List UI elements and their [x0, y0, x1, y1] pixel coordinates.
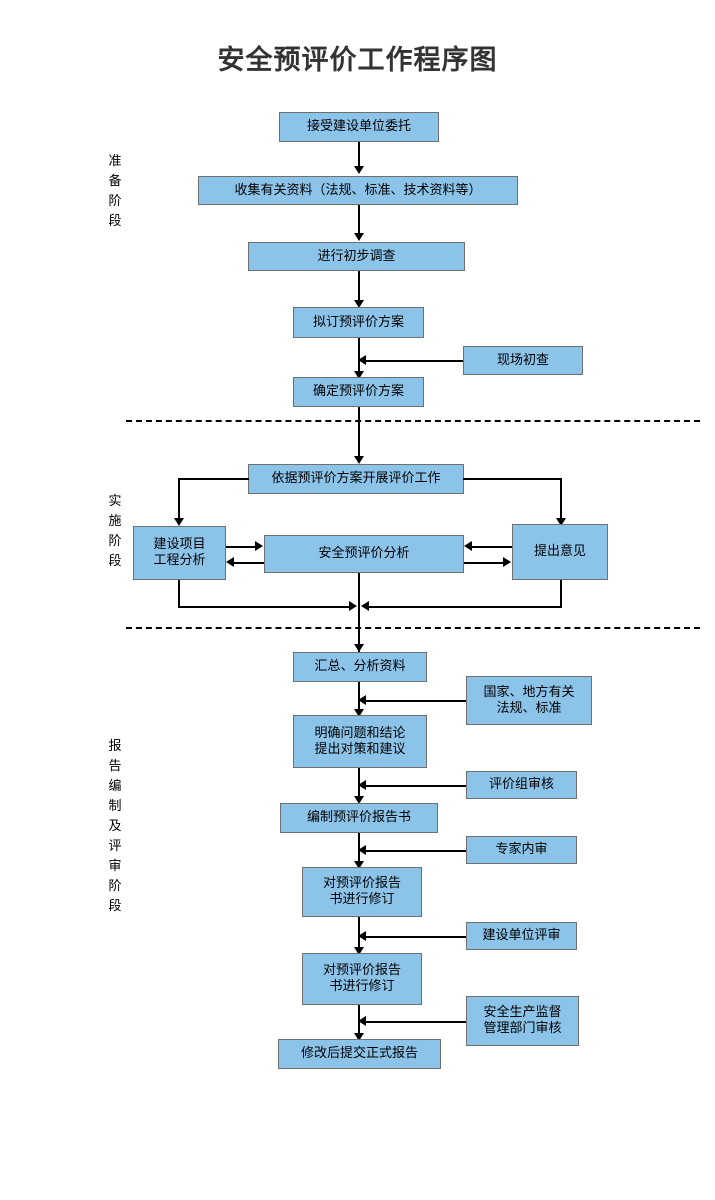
- divider-implementation-report: [126, 627, 700, 629]
- connector-opinions-to-safety: [472, 546, 512, 548]
- arrowhead-compile-report: [354, 796, 364, 804]
- arrowhead-safety-analysis-left-in: [255, 541, 263, 551]
- stage-label-char: 编: [108, 779, 122, 794]
- arrowhead-submit-final: [354, 1033, 364, 1041]
- connector-project-to-safety: [226, 546, 256, 548]
- stage-label-implementation: 实施阶段: [103, 492, 127, 572]
- stage-label-char: 段: [108, 899, 122, 914]
- arrowhead-summarize-data: [354, 644, 364, 652]
- divider-preparation-implementation: [126, 420, 700, 422]
- node-laws-standards[interactable]: 国家、地方有关 法规、标准: [466, 676, 592, 725]
- stage-label-char: 及: [108, 819, 122, 834]
- connector-safety-to-opinions: [464, 562, 504, 564]
- arrowhead-authority-review: [358, 1016, 366, 1026]
- connector-safety-to-project: [234, 562, 264, 564]
- connector-group-review-to-main: [366, 785, 466, 787]
- connector-site-survey-to-main: [366, 360, 463, 362]
- arrowhead-revise-report-2: [354, 947, 364, 955]
- connector-laws-to-main: [366, 700, 466, 702]
- arrowhead-carry-out-work: [354, 456, 364, 464]
- stage-label-char: 报: [108, 739, 122, 754]
- node-clarify-problems[interactable]: 明确问题和结论 提出对策和建议: [293, 715, 427, 768]
- arrowhead-draft-plan: [354, 300, 364, 308]
- arrowhead-project-analysis-right-in: [226, 557, 234, 567]
- node-collect-materials[interactable]: 收集有关资料（法规、标准、技术资料等）: [198, 176, 518, 205]
- connector-authority-review-to-main: [366, 1021, 466, 1023]
- connector-project-analysis-bottom-horizontal: [178, 606, 350, 608]
- arrowhead-project-analysis: [174, 518, 184, 526]
- arrowhead-revise-report-1: [354, 861, 364, 869]
- page-title: 安全预评价工作程序图: [217, 45, 498, 76]
- stage-label-char: 制: [108, 799, 122, 814]
- node-give-opinions[interactable]: 提出意见: [512, 524, 608, 580]
- connector-carryout-left-horizontal: [178, 478, 249, 480]
- connector-survey-to-draft: [358, 271, 360, 304]
- stage-label-char: 施: [108, 514, 122, 529]
- connector-carryout-left-vertical: [178, 478, 180, 520]
- arrowhead-clarify-problems: [354, 709, 364, 717]
- node-submit-final[interactable]: 修改后提交正式报告: [278, 1039, 441, 1069]
- node-summarize-data[interactable]: 汇总、分析资料: [293, 652, 427, 682]
- stage-label-char: 告: [108, 759, 122, 774]
- stage-label-char: 评: [108, 839, 122, 854]
- connector-expert-review-to-main: [366, 850, 466, 852]
- connector-confirm-to-carryout: [358, 407, 360, 459]
- connector-collect-to-survey: [358, 205, 360, 237]
- node-expert-review[interactable]: 专家内审: [466, 836, 577, 864]
- arrowhead-give-opinions-left-in: [503, 557, 511, 567]
- stage-label-report: 报告编制及评审阶段: [103, 737, 127, 917]
- node-group-review[interactable]: 评价组审核: [466, 771, 577, 799]
- arrowhead-give-opinions: [556, 518, 566, 526]
- stage-label-preparation: 准备阶段: [103, 152, 127, 232]
- arrowhead-owner-review: [358, 931, 366, 941]
- node-owner-review[interactable]: 建设单位评审: [466, 922, 577, 950]
- node-compile-report[interactable]: 编制预评价报告书: [280, 803, 438, 833]
- arrowhead-preliminary-survey: [354, 233, 364, 241]
- arrowhead-safety-analysis-right-in: [464, 541, 472, 551]
- node-revise-report-1[interactable]: 对预评价报告 书进行修订: [302, 867, 422, 917]
- node-revise-report-2[interactable]: 对预评价报告 书进行修订: [302, 953, 422, 1005]
- connector-project-analysis-bottom-vertical: [178, 580, 180, 606]
- connector-carryout-right-vertical: [560, 478, 562, 520]
- arrowhead-laws-standards: [358, 695, 366, 705]
- arrowhead-site-survey: [358, 355, 366, 365]
- stage-label-char: 实: [108, 494, 122, 509]
- stage-label-preparation-char-1: 准备阶段: [103, 152, 127, 232]
- node-draft-plan[interactable]: 拟订预评价方案: [293, 307, 424, 338]
- arrowhead-center-from-right: [361, 601, 369, 611]
- node-site-survey[interactable]: 现场初查: [463, 346, 583, 375]
- arrowhead-collect: [354, 166, 364, 174]
- stage-label-char: 准: [108, 154, 122, 169]
- node-confirm-plan[interactable]: 确定预评价方案: [293, 377, 424, 407]
- connector-give-opinions-bottom-vertical: [560, 580, 562, 606]
- stage-label-char: 审: [108, 859, 122, 874]
- connector-owner-review-to-main: [366, 936, 466, 938]
- stage-label-char: 阶: [108, 534, 122, 549]
- arrowhead-expert-review: [358, 845, 366, 855]
- node-authority-review[interactable]: 安全生产监督 管理部门审核: [466, 996, 579, 1046]
- stage-label-char: 段: [108, 214, 122, 229]
- node-preliminary-survey[interactable]: 进行初步调查: [248, 242, 465, 271]
- stage-label-char: 阶: [108, 194, 122, 209]
- connector-safety-to-summarize: [358, 573, 360, 657]
- node-accept-commission[interactable]: 接受建设单位委托: [279, 112, 439, 142]
- stage-label-char: 备: [108, 174, 122, 189]
- node-safety-analysis[interactable]: 安全预评价分析: [264, 535, 464, 573]
- connector-give-opinions-bottom-horizontal: [368, 606, 562, 608]
- stage-label-implementation-char-1: 实施阶段: [103, 492, 127, 572]
- node-project-analysis[interactable]: 建设项目 工程分析: [133, 526, 226, 580]
- node-carry-out-work[interactable]: 依据预评价方案开展评价工作: [248, 464, 464, 494]
- arrowhead-center-from-left: [349, 601, 357, 611]
- stage-label-char: 阶: [108, 879, 122, 894]
- arrowhead-group-review: [358, 780, 366, 790]
- connector-carryout-right-horizontal: [463, 478, 562, 480]
- stage-label-report-char-1: 报告编制及评审阶段: [103, 737, 127, 917]
- connector-accept-to-collect: [358, 142, 360, 168]
- stage-label-char: 段: [108, 554, 122, 569]
- arrowhead-confirm-plan: [354, 371, 364, 379]
